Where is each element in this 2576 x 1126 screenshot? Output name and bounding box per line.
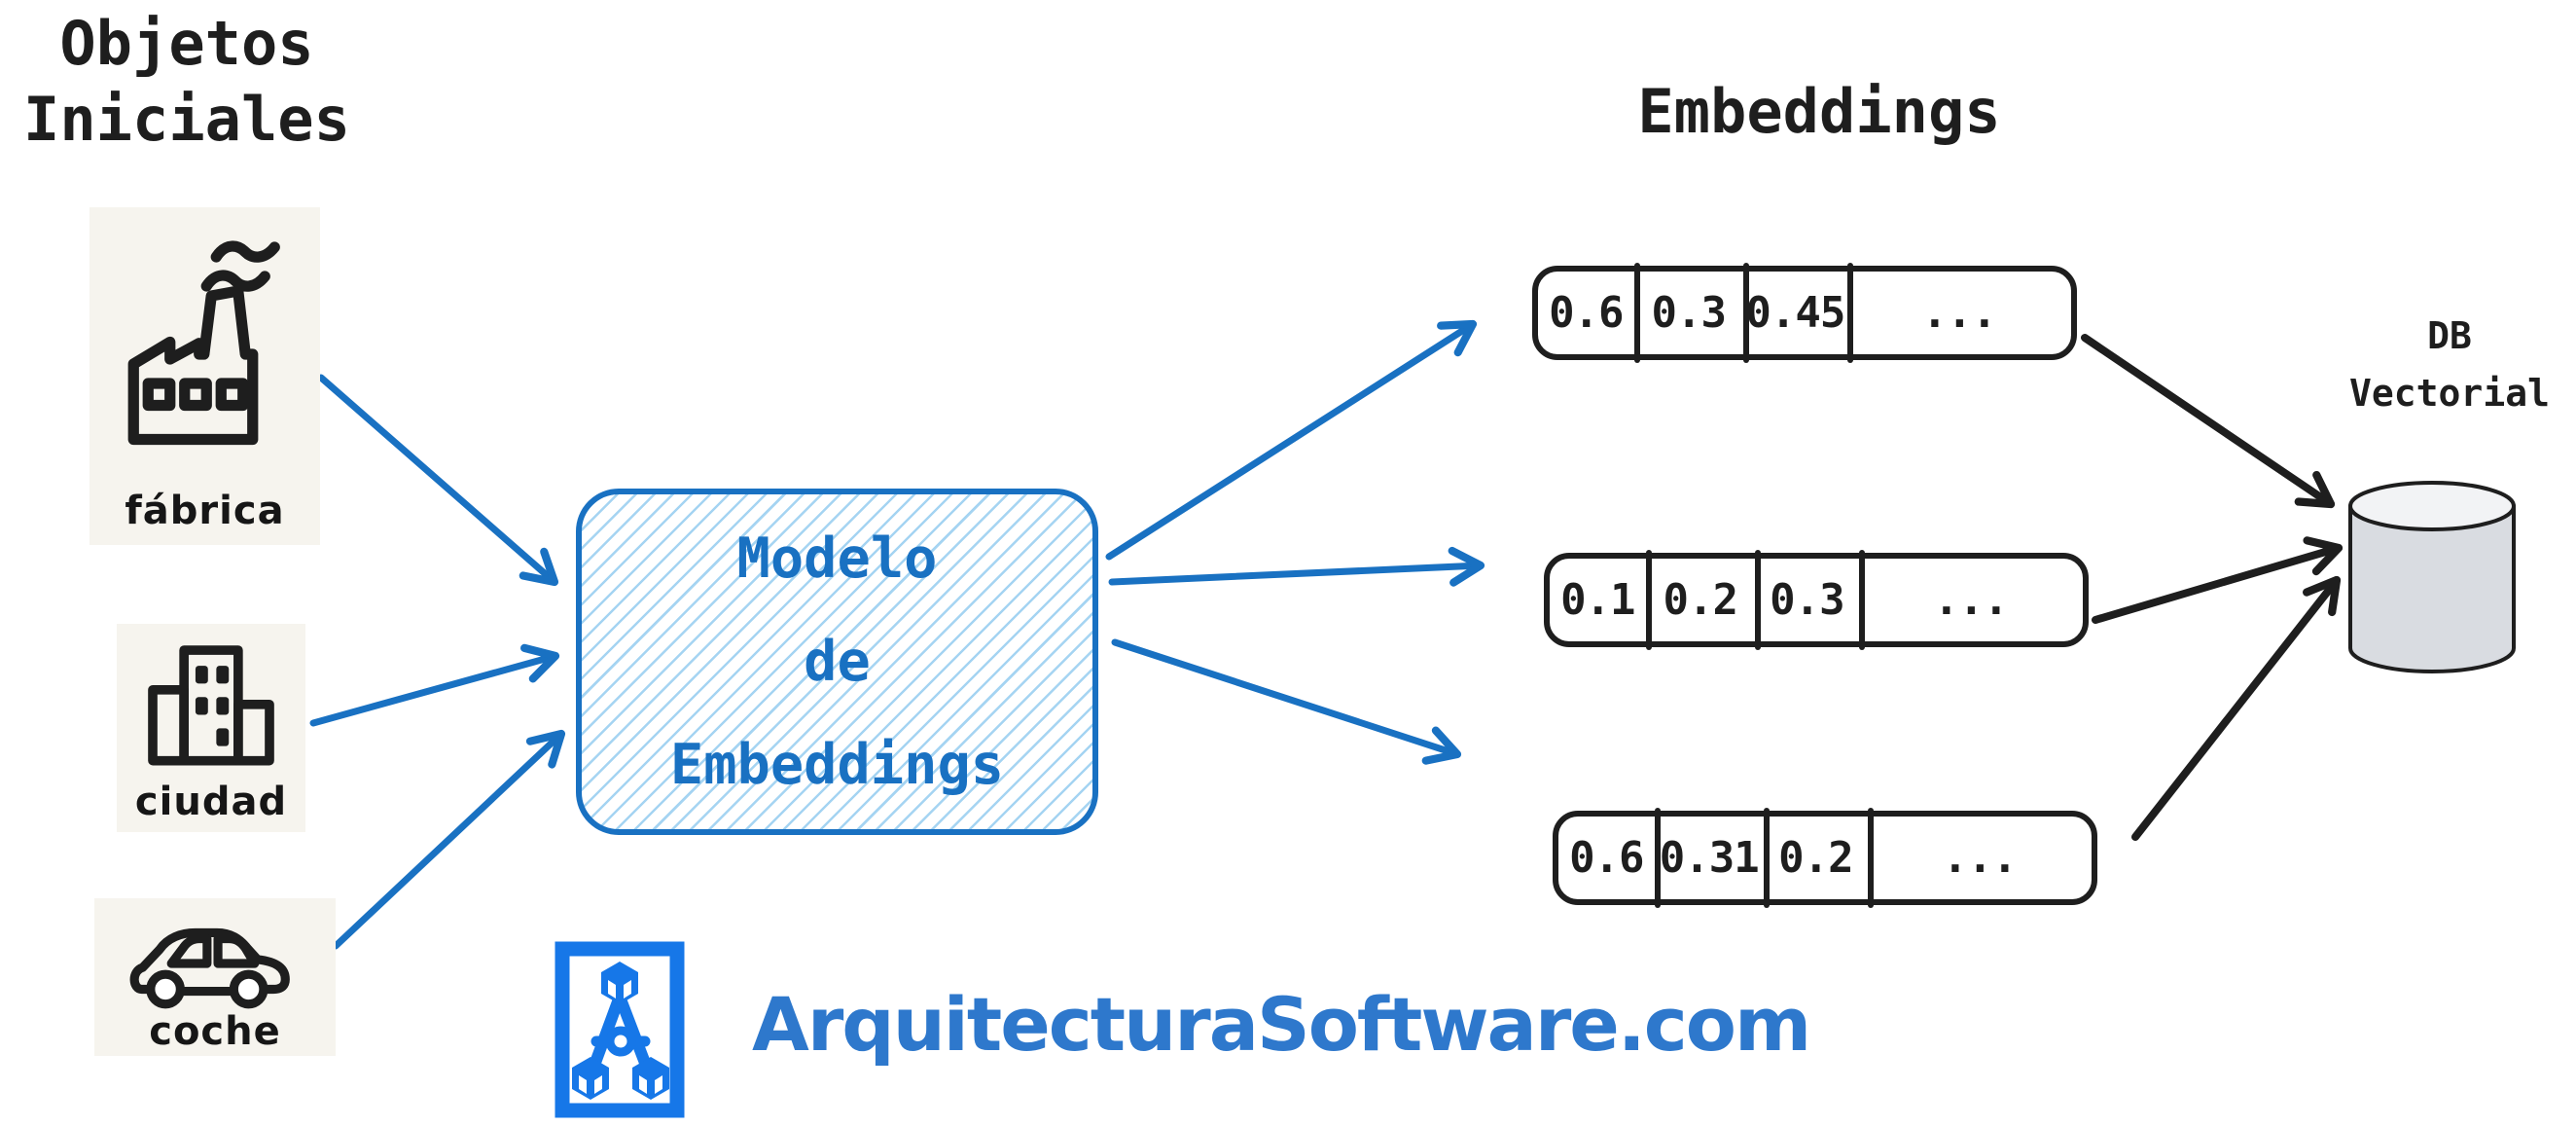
arrow-model-to-vector-3 bbox=[1111, 638, 1462, 765]
vector-cell-divider bbox=[1742, 263, 1749, 363]
db-label-line-1: DB bbox=[2427, 314, 2472, 357]
model-box-line-2: de bbox=[804, 630, 871, 694]
arrow-vector-3-to-db bbox=[2131, 575, 2342, 841]
arrow-model-to-vector-2 bbox=[1108, 546, 1485, 587]
arrow-city-to-model bbox=[309, 643, 560, 727]
vector-cell: 0.3 bbox=[1770, 575, 1844, 625]
vector-cell: 0.31 bbox=[1659, 833, 1760, 883]
object-label-factory: fábrica bbox=[125, 489, 285, 533]
arquitectura-software-logo-icon bbox=[555, 941, 685, 1118]
arrow-car-to-model bbox=[332, 729, 566, 950]
object-label-city: ciudad bbox=[134, 780, 288, 824]
embeddings-title: Embeddings bbox=[1637, 76, 2001, 147]
vector-cell-divider bbox=[1645, 550, 1652, 650]
vector-cell: ... bbox=[1942, 833, 2018, 883]
object-label-car: coche bbox=[149, 1009, 281, 1054]
arrow-vector-2-to-db bbox=[2092, 536, 2343, 624]
vector-cell-divider bbox=[1763, 808, 1770, 908]
model-box-line-3: Embeddings bbox=[669, 733, 1005, 797]
object-card-factory: fábrica bbox=[89, 207, 320, 545]
factory-icon bbox=[127, 240, 280, 446]
model-box-line-1: Modelo bbox=[736, 527, 938, 591]
database-cylinder-icon bbox=[2348, 481, 2516, 673]
vector-cell: 0.3 bbox=[1651, 288, 1727, 338]
objects-title: Objetos Iniciales bbox=[8, 6, 366, 158]
vector-cell-divider bbox=[1867, 808, 1874, 908]
vector-cell: ... bbox=[1921, 288, 1997, 338]
vector-row-2: 0.1 0.2 0.3 ... bbox=[1544, 550, 2089, 650]
vector-cell-divider bbox=[1633, 263, 1640, 363]
arrow-vector-1-to-db bbox=[2081, 334, 2336, 509]
vector-cell-divider bbox=[1654, 808, 1661, 908]
vector-row-3: 0.6 0.31 0.2 ... bbox=[1553, 808, 2097, 908]
arrow-model-to-vector-1 bbox=[1105, 319, 1478, 561]
vector-cell: 0.6 bbox=[1569, 833, 1644, 883]
vector-cell: ... bbox=[1933, 575, 2009, 625]
car-icon bbox=[129, 927, 290, 1009]
vector-cell: 0.2 bbox=[1778, 833, 1853, 883]
arrow-factory-to-model bbox=[317, 374, 559, 587]
objects-title-line-2: Iniciales bbox=[23, 84, 350, 156]
city-icon bbox=[148, 645, 274, 766]
db-label: DB Vectorial bbox=[2323, 308, 2576, 422]
vector-cell-divider bbox=[1846, 263, 1853, 363]
brand-text: ArquitecturaSoftware.com bbox=[752, 981, 1811, 1068]
vector-cell-divider bbox=[1858, 550, 1865, 650]
object-card-car: coche bbox=[94, 898, 336, 1056]
vector-cell: 0.1 bbox=[1560, 575, 1635, 625]
vector-cell: 0.45 bbox=[1745, 288, 1845, 338]
model-box: Modelo de Embeddings bbox=[576, 489, 1098, 835]
db-label-line-2: Vectorial bbox=[2349, 371, 2550, 415]
object-card-city: ciudad bbox=[117, 624, 305, 832]
objects-title-line-1: Objetos bbox=[59, 8, 314, 79]
vector-row-1: 0.6 0.3 0.45 ... bbox=[1532, 263, 2077, 363]
vector-cell-divider bbox=[1754, 550, 1761, 650]
vector-cell: 0.2 bbox=[1663, 575, 1738, 625]
vector-cell: 0.6 bbox=[1549, 288, 1624, 338]
